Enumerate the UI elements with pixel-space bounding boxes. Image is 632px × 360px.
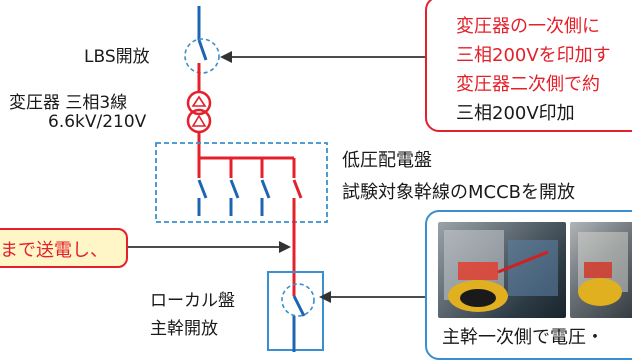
photo-measurement-2 — [570, 222, 632, 318]
callout-top-line3: 変圧器二次側で約 — [456, 74, 600, 95]
transformer-primary-coil — [186, 90, 212, 116]
transformer-delta-mark — [191, 95, 207, 107]
callout-left — [0, 228, 128, 268]
branch-2-blade — [229, 179, 240, 199]
arrow-to-local-panel-head — [319, 291, 331, 303]
lbs-switch-blade — [197, 39, 208, 61]
lbs-dashed-circle — [184, 38, 220, 74]
callout-left-text: まで送電し、 — [0, 240, 108, 261]
callout-top-line4: 三相200V印加 — [456, 103, 575, 124]
branch-4-blade — [292, 179, 303, 199]
callout-top-line1: 変圧器の一次側に — [456, 16, 600, 37]
local-switch-blade — [292, 295, 306, 317]
label-low-voltage-panel: 低圧配電盤 — [342, 150, 432, 171]
branch-1-blade — [197, 179, 208, 199]
label-transformer-line1: 変圧器 三相3線 — [9, 93, 128, 113]
transformer-delta-mark-2 — [191, 114, 207, 127]
callout-bottom-caption: 主幹一次側で電圧・ — [442, 327, 604, 348]
branch-3-blade — [260, 179, 271, 199]
label-main-open: 主幹開放 — [150, 319, 218, 339]
label-local-panel: ローカル盤 — [150, 291, 235, 311]
label-mccb-open: 試験対象幹線のMCCBを開放 — [342, 182, 576, 203]
single-line-diagram — [127, 6, 425, 352]
photo-measurement-1 — [438, 222, 566, 318]
label-transformer-line2: 6.6kV/210V — [48, 112, 147, 132]
low-voltage-panel-box — [155, 142, 328, 223]
callout-top-right — [425, 0, 632, 132]
label-lbs: LBS開放 — [84, 47, 150, 67]
callout-top-line2: 三相200Vを印加す — [456, 45, 611, 66]
arrow-left-callout-head — [279, 241, 291, 253]
local-switch-dashed-circle — [281, 283, 315, 317]
arrow-to-lbs-head — [220, 51, 232, 63]
